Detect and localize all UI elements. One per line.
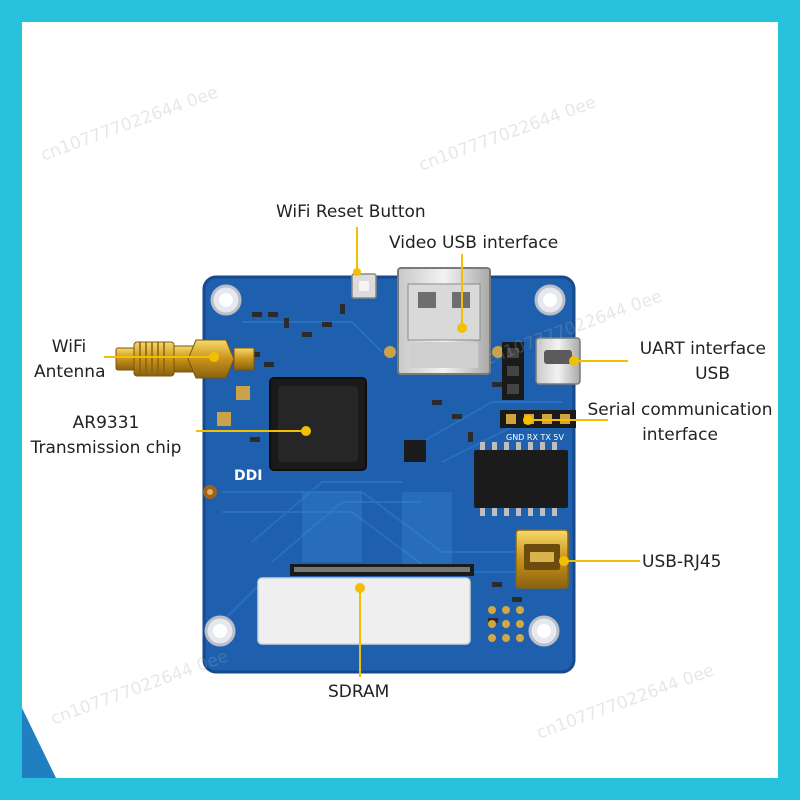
label-ar9331: AR9331 Transmission chip	[22, 411, 196, 461]
label-wifi-reset-button: WiFi Reset Button	[276, 202, 426, 222]
label-sdram: SDRAM	[328, 682, 390, 702]
gold-pads	[488, 606, 524, 642]
label-ar9331-line1: AR9331	[72, 413, 140, 433]
pin-silkscreen: GND RX TX 5V	[506, 433, 564, 442]
label-uart-usb: UART interface USB	[618, 337, 766, 387]
mini-usb-connector	[515, 529, 569, 589]
corner-accent	[22, 708, 56, 778]
label-wifi-antenna-line1: WiFi	[51, 337, 87, 357]
sma-antenna-connector	[115, 339, 255, 379]
callout-dots	[209, 268, 579, 593]
sdram-label-sticker	[257, 577, 471, 645]
label-video-usb-interface: Video USB interface	[389, 233, 559, 253]
label-wifi-antenna-line2: Antenna	[34, 362, 106, 382]
label-ar9331-line2: Transmission chip	[30, 438, 182, 458]
micro-usb-connector	[535, 337, 581, 385]
usb-a-connector	[384, 267, 504, 375]
label-wifi-antenna: WiFi Antenna	[34, 335, 106, 385]
label-serial-communication: Serial communication interface	[582, 398, 778, 448]
label-uart-usb-line1: UART interface	[639, 339, 766, 359]
uart-chip	[474, 442, 568, 516]
wifi-reset-button-part	[351, 273, 377, 299]
small-ic	[404, 440, 426, 462]
label-serial-line2: interface	[642, 425, 718, 445]
fpc-connector	[290, 564, 474, 576]
callout-lines	[104, 227, 640, 677]
ar9331-chip	[269, 377, 367, 471]
board-illustration: GND RX TX 5V DDI	[104, 227, 640, 677]
label-uart-usb-line2: USB	[695, 364, 730, 384]
board-logo: DDI	[234, 468, 262, 484]
label-usb-rj45: USB-RJ45	[642, 552, 722, 572]
header-pins-top	[502, 342, 524, 400]
mounting-holes	[204, 284, 566, 647]
product-frame: GND RX TX 5V DDI cn107777022644 0ee cn10…	[22, 22, 778, 778]
label-serial-line1: Serial communication	[587, 400, 773, 420]
